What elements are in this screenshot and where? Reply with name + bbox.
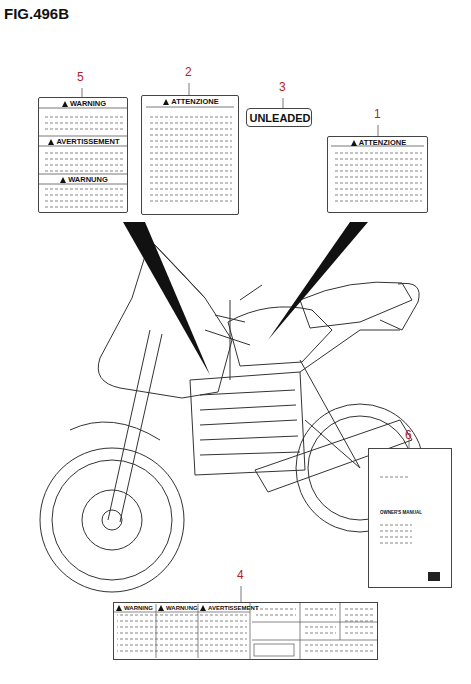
pointer-wedge <box>123 222 210 375</box>
label-heading: AVERTISSEMENT <box>39 138 129 146</box>
label-heading: ATTENZIONE <box>328 139 429 147</box>
callout-number: 3 <box>279 81 286 93</box>
callout-number: 6 <box>405 429 412 441</box>
label-heading: WARNUNG <box>158 605 200 611</box>
figure-title: FIG.496B <box>4 6 69 21</box>
label-heading: AVERTISSEMENT <box>200 605 262 611</box>
label-text: OWNER'S MANUAL <box>380 511 422 516</box>
warning-triangle <box>62 101 68 107</box>
manual-sheet: OWNER'S MANUAL <box>368 448 452 588</box>
callout-number: 4 <box>237 569 244 581</box>
label-text: WARNING <box>70 100 106 108</box>
label-text: WARNING <box>124 605 153 611</box>
label-heading: WARNUNG <box>39 176 129 184</box>
label-heading: UNLEADED <box>247 113 313 124</box>
pointer-wedge <box>268 222 368 340</box>
label-text: ATTENZIONE <box>171 98 218 106</box>
motorcycle <box>40 240 424 592</box>
warning-triangle <box>116 605 122 611</box>
label-text: WARNUNG <box>166 605 198 611</box>
warning-triangle <box>163 99 169 105</box>
label-text: WARNUNG <box>68 176 108 184</box>
label-text: AVERTISSEMENT <box>56 138 119 146</box>
warning-triangle <box>60 177 66 183</box>
label-heading: WARNING <box>39 100 129 108</box>
label-heading: ATTENZIONE <box>142 98 240 106</box>
warning-label: WARNING WARNUNG AVERTISSEMENT <box>113 602 378 660</box>
callout-number: 2 <box>185 66 192 78</box>
warning-triangle <box>158 605 164 611</box>
callout-number: 5 <box>77 71 84 83</box>
warning-triangle <box>351 140 357 146</box>
warning-label: ATTENZIONE <box>327 136 428 213</box>
label-text: AVERTISSEMENT <box>208 605 259 611</box>
label-text: ATTENZIONE <box>359 139 406 147</box>
warning-triangle <box>200 605 206 611</box>
label-text: UNLEADED <box>249 113 310 124</box>
label-heading: WARNING <box>116 605 158 611</box>
callout-number: 1 <box>374 108 381 120</box>
warning-label: WARNING AVERTISSEMENT WARNUNG <box>38 97 128 213</box>
warning-label: ATTENZIONE <box>141 95 239 215</box>
warning-triangle <box>48 139 54 145</box>
label-heading: OWNER'S MANUAL <box>380 511 440 516</box>
fuel-label: UNLEADED <box>246 108 312 127</box>
